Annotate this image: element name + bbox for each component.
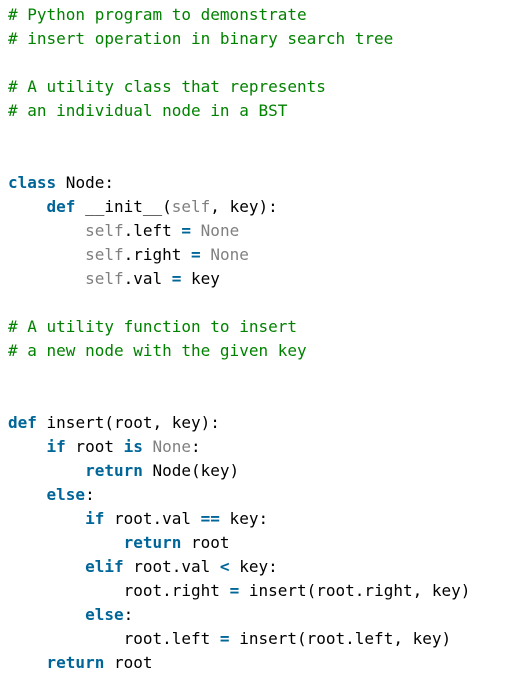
- code-token-special: self: [85, 269, 124, 288]
- code-token-plain: [143, 437, 153, 456]
- code-line: ​: [0, 363, 506, 387]
- code-token-keyword: def: [8, 413, 37, 432]
- code-token-special: None: [152, 437, 192, 456]
- code-token-plain: root: [181, 533, 230, 552]
- code-line: return Node(key): [0, 459, 506, 483]
- code-token-plain: [8, 269, 85, 288]
- code-token-keyword: return: [123, 533, 182, 552]
- code-token-plain: Node:: [56, 173, 114, 192]
- code-token-plain: [8, 533, 124, 552]
- code-token-plain: insert(root.right, key): [239, 581, 471, 600]
- code-token-special: self: [85, 245, 124, 264]
- code-line: ​: [0, 387, 506, 411]
- code-line: self.val = key: [0, 267, 506, 291]
- code-token-keyword: if: [85, 509, 105, 528]
- code-token-keyword: return: [85, 461, 143, 480]
- code-line: elif root.val < key:: [0, 555, 506, 579]
- code-line: ​: [0, 123, 506, 147]
- code-token-keyword: else: [85, 605, 124, 624]
- code-token-plain: [8, 197, 47, 216]
- code-line: self.right = None: [0, 243, 506, 267]
- code-token-operator: =: [191, 245, 201, 264]
- code-token-keyword: return: [46, 653, 105, 672]
- code-token-plain: insert(root.left, key): [229, 629, 452, 648]
- code-line: class Node:: [0, 171, 506, 195]
- code-token-plain: [8, 437, 47, 456]
- code-token-plain: :: [85, 485, 95, 504]
- code-token-plain: [8, 245, 85, 264]
- code-line: else:: [0, 483, 506, 507]
- code-token-plain: [8, 485, 47, 504]
- code-token-operator: =: [171, 269, 182, 288]
- code-token-operator: =: [229, 581, 240, 600]
- code-token-operator: ==: [200, 509, 220, 528]
- code-token-comment: # an individual node in a BST: [8, 101, 288, 120]
- code-line: ​: [0, 51, 506, 75]
- code-line: # insert operation in binary search tree: [0, 27, 506, 51]
- code-line: if root is None:: [0, 435, 506, 459]
- code-line: return root: [0, 531, 506, 555]
- code-token-plain: [8, 461, 85, 480]
- code-line: def __init__(self, key):: [0, 195, 506, 219]
- code-token-keyword: elif: [85, 557, 124, 576]
- code-token-plain: root.val: [104, 509, 201, 528]
- code-token-plain: key:: [219, 509, 269, 528]
- code-token-comment: # insert operation in binary search tree: [8, 29, 394, 48]
- code-token-plain: .left: [123, 221, 182, 240]
- code-line: if root.val == key:: [0, 507, 506, 531]
- code-line: def insert(root, key):: [0, 411, 506, 435]
- code-token-plain: [8, 509, 85, 528]
- code-token-keyword: class: [8, 173, 57, 192]
- code-token-plain: root: [65, 437, 124, 456]
- code-token-comment: # A utility function to insert: [8, 317, 297, 336]
- code-line: # A utility class that represents: [0, 75, 506, 99]
- code-token-plain: [201, 245, 211, 264]
- code-token-plain: root.val: [123, 557, 220, 576]
- code-token-plain: __init__(: [75, 197, 172, 216]
- code-token-plain: , key):: [210, 197, 278, 216]
- code-line: ​: [0, 147, 506, 171]
- code-line: root.right = insert(root.right, key): [0, 579, 506, 603]
- code-token-special: None: [200, 221, 240, 240]
- code-token-plain: root: [104, 653, 153, 672]
- code-line: self.left = None: [0, 219, 506, 243]
- code-line: # an individual node in a BST: [0, 99, 506, 123]
- code-token-plain: .right: [123, 245, 192, 264]
- code-token-comment: # Python program to demonstrate: [8, 5, 307, 24]
- code-line: else:: [0, 603, 506, 627]
- code-line: root.left = insert(root.left, key): [0, 627, 506, 651]
- code-token-keyword: if: [46, 437, 66, 456]
- code-token-plain: :: [123, 605, 134, 624]
- code-token-plain: :: [191, 437, 201, 456]
- code-token-plain: Node(key): [142, 461, 240, 480]
- code-token-comment: # a new node with the given key: [8, 341, 307, 360]
- code-token-operator: =: [181, 221, 192, 240]
- code-line: # a new node with the given key: [0, 339, 506, 363]
- code-token-operator: <: [219, 557, 230, 576]
- code-token-plain: insert(root, key):: [36, 413, 220, 432]
- code-token-comment: # A utility class that represents: [8, 77, 326, 96]
- code-token-special: self: [171, 197, 211, 216]
- code-line: # A utility function to insert: [0, 315, 506, 339]
- code-token-plain: root.left: [8, 629, 220, 648]
- code-token-operator: =: [219, 629, 230, 648]
- code-token-keyword: is: [123, 437, 143, 456]
- code-line: return root: [0, 651, 506, 675]
- code-token-plain: root.right: [8, 581, 230, 600]
- code-token-plain: [8, 653, 47, 672]
- code-line: ​: [0, 291, 506, 315]
- code-token-keyword: def: [46, 197, 76, 216]
- code-token-plain: key:: [229, 557, 278, 576]
- code-token-keyword: else: [46, 485, 86, 504]
- code-token-plain: .val: [123, 269, 172, 288]
- code-token-plain: [191, 221, 201, 240]
- code-line: # Python program to demonstrate: [0, 3, 506, 27]
- code-token-plain: [8, 605, 85, 624]
- code-token-plain: key: [181, 269, 220, 288]
- code-token-special: None: [210, 245, 249, 264]
- code-token-plain: [8, 221, 85, 240]
- code-token-special: self: [85, 221, 124, 240]
- code-token-plain: [8, 557, 85, 576]
